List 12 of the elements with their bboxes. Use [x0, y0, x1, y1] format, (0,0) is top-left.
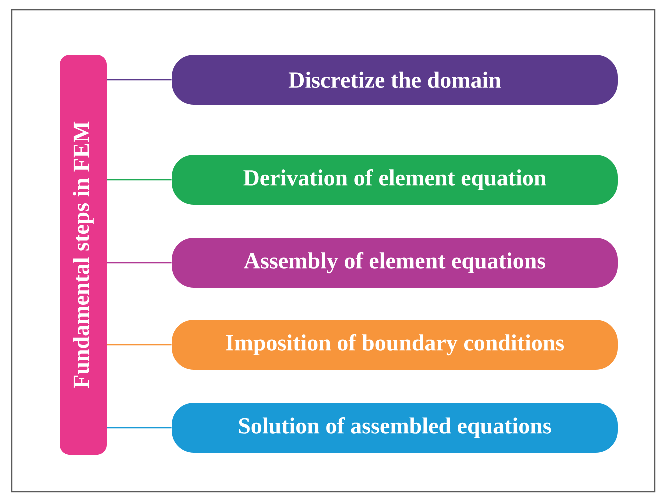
connector-line	[107, 427, 172, 429]
step-box: Discretize the domain	[172, 55, 618, 105]
connector-line	[107, 79, 172, 81]
vertical-box	[60, 55, 107, 455]
connector-line	[107, 262, 172, 264]
step-box: Solution of assembled equations	[172, 403, 618, 453]
connector-line	[107, 179, 172, 181]
vertical-label: Fundamental steps in FEM	[73, 122, 94, 388]
step-box: Imposition of boundary conditions	[172, 320, 618, 370]
step-box: Derivation of element equation	[172, 155, 618, 205]
step-box: Assembly of element equations	[172, 238, 618, 288]
connector-line	[107, 344, 172, 346]
